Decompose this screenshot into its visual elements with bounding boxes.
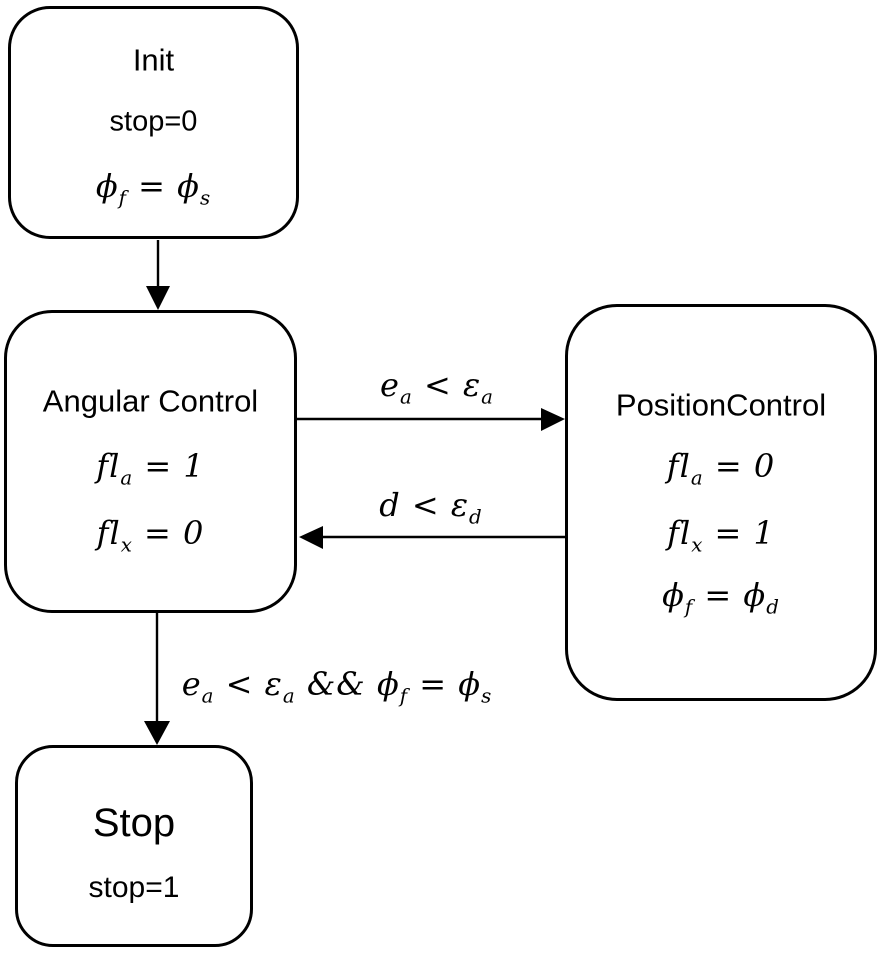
state-position-control-name: PositionControl xyxy=(615,387,827,423)
arrow-position-control-to-angular-control xyxy=(299,526,565,549)
state-stop-name: Stop xyxy=(92,801,176,845)
state-angular-control-math-line-2: flx = 0 xyxy=(96,514,205,557)
state-position-control-math-line-3: ϕf = ϕd xyxy=(662,576,780,619)
state-angular-control: Angular Control fla = 1 flx = 0 xyxy=(4,310,297,613)
state-stop-action: stop=1 xyxy=(88,871,180,904)
arrow-angular-control-to-stop xyxy=(144,613,170,745)
state-position-control-math-line-2: flx = 1 xyxy=(667,514,775,557)
transition-label-angular-to-position: ea < εa xyxy=(380,366,494,409)
transition-label-angular-to-stop: ea < εa && ϕf = ϕs xyxy=(181,665,493,708)
state-angular-control-name: Angular Control xyxy=(42,383,259,419)
state-init-math-line: ϕf = ϕs xyxy=(95,167,212,210)
state-position-control-math-line-1: fla = 0 xyxy=(666,447,776,490)
state-init-action: stop=0 xyxy=(109,105,198,138)
arrow-init-to-angular-control xyxy=(146,240,170,310)
state-angular-control-math-line-1: fla = 1 xyxy=(96,447,205,490)
arrow-angular-control-to-position-control xyxy=(297,408,565,431)
state-init-name: Init xyxy=(132,42,175,78)
transition-label-position-to-angular: d < εd xyxy=(379,486,483,529)
state-position-control: PositionControl fla = 0 flx = 1 ϕf = ϕd xyxy=(565,304,877,701)
state-init: Init stop=0 ϕf = ϕs xyxy=(8,6,299,239)
state-stop: Stop stop=1 xyxy=(15,745,253,947)
